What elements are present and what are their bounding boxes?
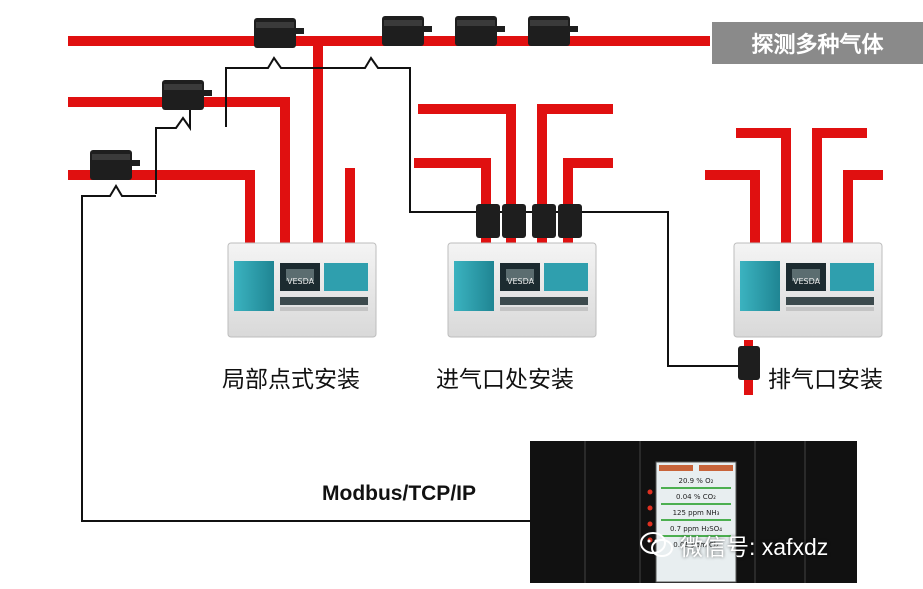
- pipe-outlet-1v: [781, 128, 791, 244]
- protocol-label: Modbus/TCP/IP: [322, 482, 476, 505]
- label-inlet: 进气口处安装: [436, 367, 574, 393]
- label-outlet: 排气口安装: [768, 367, 883, 393]
- sensor-top-4: [528, 16, 578, 46]
- wire-top: [225, 56, 742, 367]
- inlet-sensor-1: [476, 204, 500, 238]
- pipe-outlet-4h: [843, 170, 883, 180]
- pipe-inlet-1h: [418, 104, 516, 114]
- sensor-row3: [90, 150, 140, 180]
- pipe-inlet-1v: [506, 104, 516, 244]
- pipe-top-drop: [313, 36, 323, 244]
- pipe-inlet-4h: [563, 158, 613, 168]
- wire-main: [81, 184, 156, 522]
- pipe-inlet-3v: [537, 104, 547, 244]
- inlet-sensor-2: [502, 204, 526, 238]
- pipe-outlet-2v: [750, 170, 760, 244]
- pipe-row2-drop: [280, 97, 290, 244]
- wechat-watermark: 微信号: xafxdz: [640, 528, 828, 562]
- screen-reading-1: 20.9 % O₂: [678, 476, 714, 485]
- pipe-inlet-4v: [563, 158, 573, 244]
- detector-units: VESDA VESDA VESDA: [227, 242, 883, 338]
- gas-types-banner: 探测多种气体: [712, 22, 923, 64]
- detector-logo-outlet: VESDA: [793, 277, 821, 286]
- pipe-outlet-2h: [705, 170, 760, 180]
- sensor-top-1: [254, 18, 304, 48]
- pipe-outlet-3h: [812, 128, 867, 138]
- wechat-id: 微信号: xafxdz: [680, 534, 829, 560]
- pipe-inlet-3h: [537, 104, 613, 114]
- screen-reading-4: 0.7 ppm H₂SO₄: [669, 524, 723, 533]
- outlet-sensor: [738, 346, 760, 380]
- wires: [81, 56, 742, 522]
- detector-outlet: [733, 242, 883, 338]
- controller-panel: [530, 441, 857, 583]
- screen-reading-2: 0.04 % CO₂: [676, 492, 716, 501]
- pipe-stub: [345, 168, 355, 244]
- screen-reading-5: 0.01 ppm Cl₂: [673, 540, 719, 549]
- detector-local: [227, 242, 377, 338]
- screen-reading-3: 125 ppm NH₃: [672, 508, 720, 517]
- inlet-sensor-4: [558, 204, 582, 238]
- pipe-inlet-2v: [481, 158, 491, 244]
- pipe-row3: [68, 170, 255, 180]
- sensor-top-3: [455, 16, 505, 46]
- sensor-top-2: [382, 16, 432, 46]
- pipe-outlet-1h: [736, 128, 791, 138]
- sensor-row2: [162, 80, 212, 110]
- detector-logo-inlet: VESDA: [507, 277, 535, 286]
- wire-mid: [155, 98, 191, 194]
- detector-logo-local: VESDA: [287, 277, 315, 286]
- controller-screen: [655, 461, 737, 583]
- inlet-sensors: [476, 204, 582, 238]
- inlet-sensor-3: [532, 204, 556, 238]
- pipe-outlet-3v: [812, 128, 822, 244]
- detector-inlet: [447, 242, 597, 338]
- wechat-icon: [640, 532, 673, 557]
- label-local-point: 局部点式安装: [222, 367, 360, 393]
- pipe-row3-drop: [245, 170, 255, 244]
- point-sensors: [90, 16, 760, 380]
- pipe-outlet-4v: [843, 170, 853, 244]
- pipe-inlet-2h: [414, 158, 491, 168]
